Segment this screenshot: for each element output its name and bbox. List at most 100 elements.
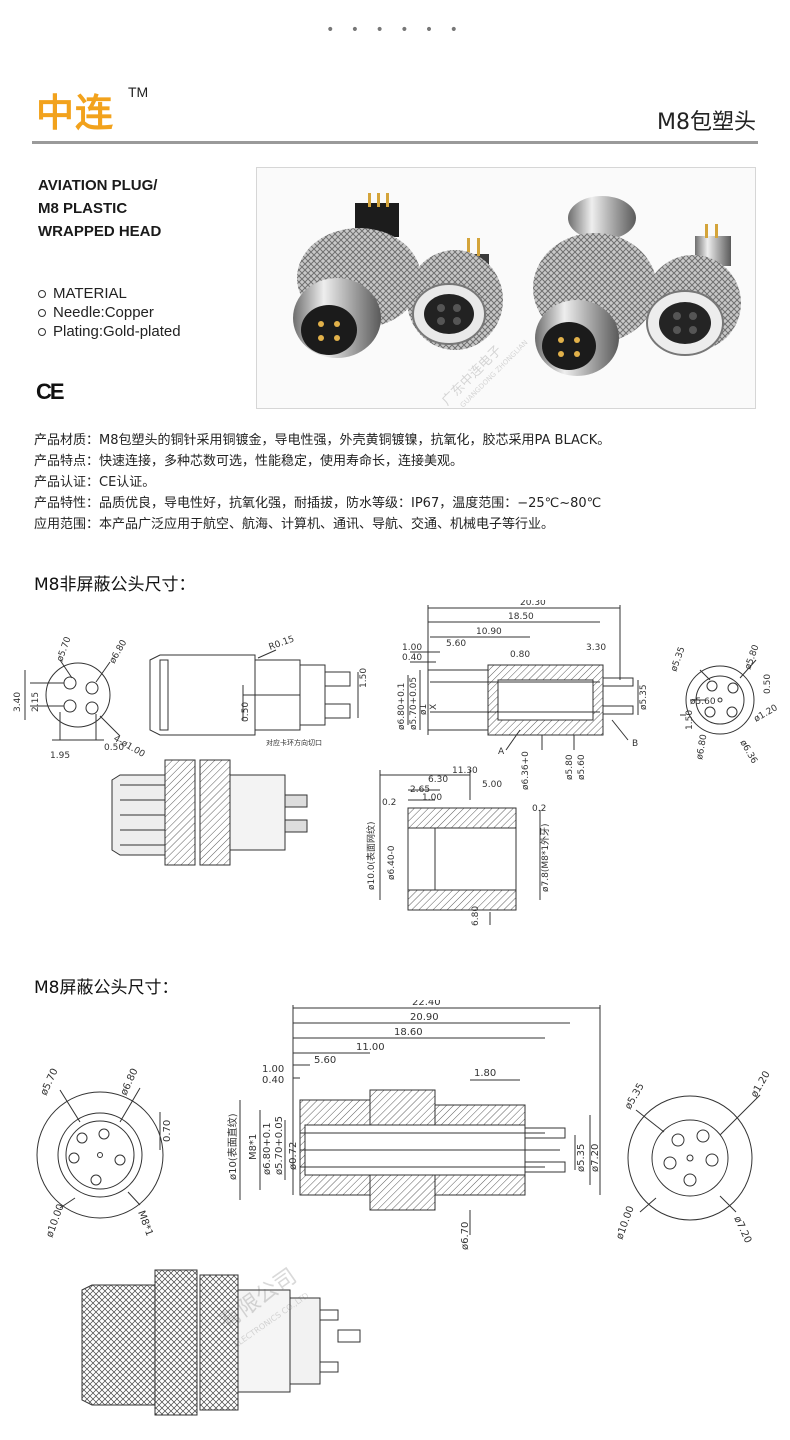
dim-label: ø7.20 bbox=[731, 1215, 753, 1245]
connector-female-2 bbox=[645, 224, 741, 356]
dim-label: 5.60 bbox=[446, 639, 466, 649]
dim-label: ø5.70 bbox=[55, 635, 73, 663]
dim-label: ø5.60 bbox=[577, 754, 587, 780]
circle-bullet-icon bbox=[38, 308, 46, 317]
dim-label: 1.80 bbox=[474, 1068, 496, 1079]
heading-line: WRAPPED HEAD bbox=[38, 223, 162, 240]
dim-label: ø5.70 bbox=[39, 1067, 61, 1097]
dim-label: ø7.8(M8*1外牙) bbox=[539, 823, 551, 892]
rear-pin-view bbox=[680, 659, 757, 735]
english-heading: AVIATION PLUG/ M8 PLASTIC WRAPPED HEAD bbox=[38, 174, 161, 243]
unshielded-drawing: ø5.70 ø6.80 3.40 2.15 4-ø1.00 1.95 0.50 … bbox=[13, 600, 780, 926]
dim-label: ø5.35 bbox=[669, 646, 687, 673]
material-list: MATERIAL Needle:Copper Plating:Gold-plat… bbox=[38, 284, 181, 341]
dim-label: 1.00 bbox=[402, 643, 422, 653]
dim-label: 11.00 bbox=[356, 1042, 385, 1053]
heading-line: AVIATION PLUG/ bbox=[38, 177, 158, 194]
dim-label: 1.95 bbox=[50, 751, 70, 761]
dim-label: ø6.70 bbox=[460, 1222, 471, 1250]
dim-label: ø6.80 bbox=[108, 638, 130, 665]
dim-label: 18.50 bbox=[508, 612, 534, 622]
dim-label: 0.2 bbox=[532, 804, 546, 814]
dim-label: M8*1 bbox=[135, 1209, 154, 1238]
dim-label: 1.00 bbox=[422, 793, 442, 803]
connector-female-1 bbox=[407, 238, 503, 350]
section-title-unshielded: M8非屏蔽公头尺寸： bbox=[34, 575, 196, 595]
side-profile-view bbox=[149, 649, 359, 736]
trademark-mark: TM bbox=[128, 84, 149, 100]
dim-label: ø0.72 bbox=[288, 1142, 299, 1170]
dim-label: 20.90 bbox=[410, 1012, 439, 1023]
dim-label: 0.40 bbox=[262, 1075, 284, 1086]
knurled-body-view bbox=[111, 759, 308, 866]
circle-bullet-icon bbox=[38, 327, 46, 336]
dim-label: M8*1 bbox=[248, 1134, 259, 1160]
dim-label: ø5.80 bbox=[565, 754, 575, 780]
dim-label: 6.30 bbox=[428, 775, 448, 785]
dim-label: 0.40 bbox=[402, 653, 422, 663]
dim-label: R0.15 bbox=[268, 634, 296, 652]
connector-male-2 bbox=[533, 196, 657, 376]
cross-section-view bbox=[407, 605, 639, 751]
dim-label: 1.00 bbox=[262, 1064, 284, 1075]
dim-label: 22.40 bbox=[412, 1000, 441, 1008]
dim-label: ø6.40-0 bbox=[387, 845, 397, 880]
material-item: MATERIAL bbox=[38, 284, 181, 303]
dim-label: A bbox=[498, 747, 505, 757]
dim-label: ø5.70+0.05 bbox=[274, 1116, 285, 1175]
description-line: 产品特点：快速连接，多种芯数可选，性能稳定，使用寿命长，连接美观。 bbox=[34, 454, 464, 469]
dim-label: ø6.80+0.1 bbox=[262, 1122, 273, 1175]
dim-label: 0.70 bbox=[162, 1120, 173, 1142]
dim-label: ø5.80 bbox=[743, 643, 761, 671]
shielded-drawing: 有限公司 ELECTRONICS CO.,LTD ø5.70 ø6.80 0.7… bbox=[36, 1000, 773, 1416]
product-photo: 广东中连电子 GUANGDONG ZHONGLIAN bbox=[256, 167, 756, 409]
dim-label: ø7.20 bbox=[590, 1144, 601, 1172]
dim-label: ø10(表面直纹) bbox=[226, 1113, 239, 1180]
dim-label: 0.80 bbox=[510, 650, 530, 660]
dim-label: 1.50 bbox=[685, 710, 695, 730]
dim-label: 0.50 bbox=[763, 674, 773, 694]
rear-pin-view bbox=[627, 1094, 761, 1221]
dim-label: 2.65 bbox=[410, 785, 430, 795]
brand-logo: 中连 bbox=[36, 91, 115, 135]
circle-bullet-icon bbox=[38, 289, 46, 298]
dim-label: ø10.00 bbox=[614, 1205, 636, 1241]
header-divider bbox=[32, 141, 758, 144]
dim-label: ø5.60 bbox=[690, 697, 716, 707]
dim-label: ø10.0(表面网纹) bbox=[365, 821, 377, 890]
material-item: Needle:Copper bbox=[38, 303, 181, 322]
dim-label: ø1 bbox=[419, 704, 429, 715]
product-description: 产品材质：M8包塑头的铜针采用铜镀金，导电性强，外壳黄铜镀镍，抗氧化，胶芯采用P… bbox=[34, 430, 610, 535]
dim-label: 3.30 bbox=[586, 643, 606, 653]
dim-label: 3.40 bbox=[13, 692, 23, 712]
dim-label: 5.60 bbox=[314, 1055, 336, 1066]
product-title: M8包塑头 bbox=[657, 110, 756, 135]
dim-label: ø6.80+0.1 bbox=[397, 683, 407, 730]
nut-section-view bbox=[379, 770, 541, 925]
dim-label: ø5.35 bbox=[623, 1081, 647, 1111]
description-line: 产品材质：M8包塑头的铜针采用铜镀金，导电性强，外壳黄铜镀镍，抗氧化，胶芯采用P… bbox=[34, 433, 611, 448]
front-face-view bbox=[36, 1087, 164, 1219]
dim-label: 20.30 bbox=[520, 600, 546, 608]
dim-label: ø5.70+0.05 bbox=[409, 677, 419, 730]
dim-label: ø5.35 bbox=[576, 1144, 587, 1172]
ce-mark-icon: CE bbox=[36, 379, 65, 404]
dim-label: 11.30 bbox=[452, 766, 478, 776]
description-line: 产品特性：品质优良，导电性好，抗氧化强，耐插拔，防水等级：IP67，温度范围：−… bbox=[34, 496, 602, 511]
description-line: 产品认证：CE认证。 bbox=[34, 475, 156, 490]
dim-label: 0.2 bbox=[382, 798, 396, 808]
dim-label: B bbox=[632, 739, 638, 749]
dim-label: 18.60 bbox=[394, 1027, 423, 1038]
dim-label: ø10.00 bbox=[44, 1203, 66, 1239]
cross-section-view bbox=[239, 1005, 601, 1235]
connector-photo-illustration: 广东中连电子 GUANGDONG ZHONGLIAN bbox=[293, 193, 741, 409]
dim-label: ø6.36 bbox=[737, 739, 759, 766]
dim-label: 1.50 bbox=[359, 668, 369, 688]
dim-label: ø1.20 bbox=[753, 703, 780, 725]
connector-male-1 bbox=[293, 193, 421, 358]
dim-label: X bbox=[429, 704, 439, 710]
description-line: 应用范围：本产品广泛应用于航空、航海、计算机、通讯、导航、交通、机械电子等行业。 bbox=[34, 517, 555, 532]
dim-label: ø1.20 bbox=[749, 1069, 773, 1099]
dim-label: ø6.80 bbox=[695, 733, 709, 760]
knurled-body-view bbox=[81, 1269, 361, 1416]
